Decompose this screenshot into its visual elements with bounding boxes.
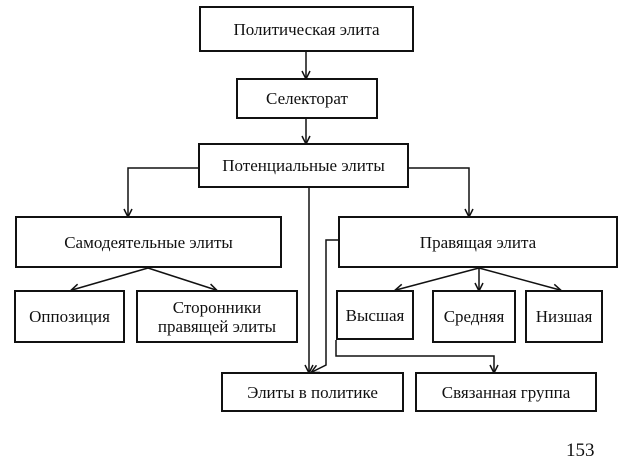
node-lowest-label: Низшая: [535, 307, 593, 326]
node-political-elite: Политическая элита: [199, 6, 414, 52]
node-ruling-elite-label: Правящая элита: [419, 232, 537, 252]
node-opposition: Оппозиция: [14, 290, 125, 343]
arrow-amateur-to-opposition: [72, 267, 149, 290]
node-political-elite-label: Политическая элита: [233, 19, 380, 39]
arrow-ruling-to-lowest: [478, 267, 560, 290]
node-selectorate: Селекторат: [236, 78, 378, 119]
node-potential-elites: Потенциальные элиты: [198, 143, 409, 188]
arrow-amateur-to-supporters: [147, 267, 216, 290]
node-selectorate-label: Селекторат: [266, 89, 348, 108]
node-supporters-label-line1: Сторонники: [172, 297, 262, 317]
node-amateur-elites: Самодеятельные элиты: [15, 216, 282, 268]
node-connected-group-label: Связанная группа: [441, 382, 571, 402]
node-middle: Средняя: [432, 290, 516, 343]
arrow-highest-to-connected-group: [335, 340, 494, 372]
node-supporters: Сторонники правящей элиты: [136, 290, 298, 343]
node-ruling-elite: Правящая элита: [338, 216, 618, 268]
arrow-potential-to-amateur: [128, 167, 198, 216]
node-middle-label: Средняя: [443, 307, 505, 326]
page-number: 153: [566, 440, 595, 461]
arrow-potential-to-ruling: [409, 167, 469, 216]
node-elites-in-politics: Элиты в политике: [221, 372, 404, 412]
node-connected-group: Связанная группа: [415, 372, 597, 412]
node-supporters-label-line2: правящей элиты: [157, 316, 277, 336]
node-highest-label: Высшая: [345, 305, 405, 325]
node-potential-elites-label: Потенциальные элиты: [222, 156, 385, 175]
node-opposition-label: Оппозиция: [29, 307, 110, 326]
node-lowest: Низшая: [525, 290, 603, 343]
arrow-ruling-to-elites-in-politics: [312, 239, 338, 372]
node-elites-in-politics-label: Элиты в политике: [247, 382, 378, 402]
node-highest: Высшая: [336, 290, 414, 340]
arrow-ruling-to-highest: [396, 267, 480, 290]
node-amateur-elites-label: Самодеятельные элиты: [64, 232, 233, 252]
